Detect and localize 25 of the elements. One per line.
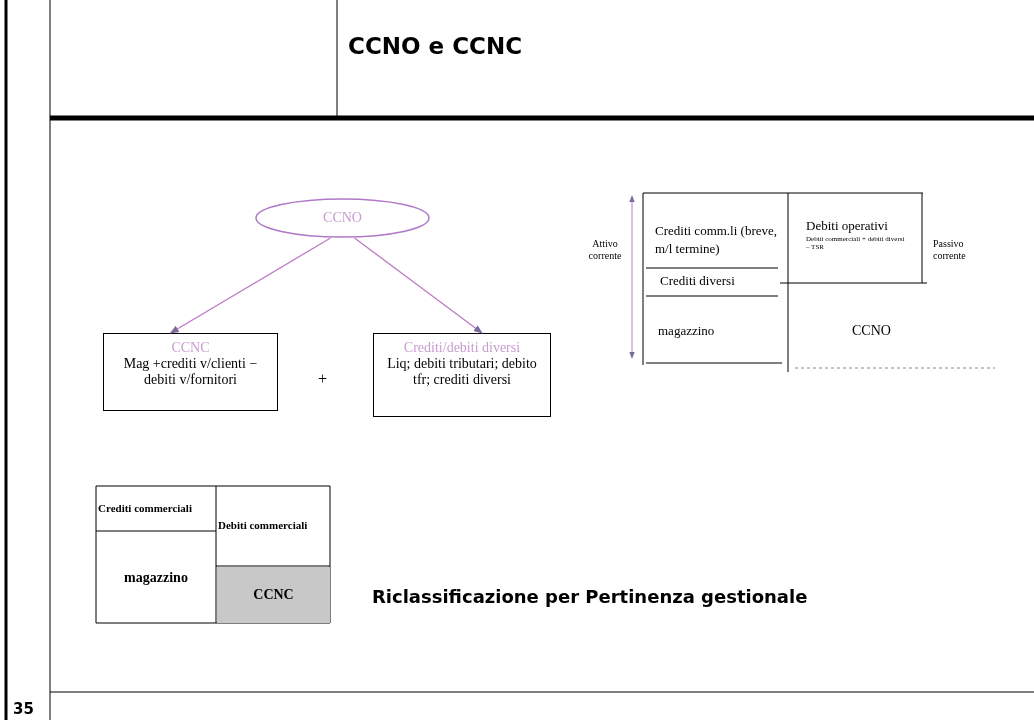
table-text: magazzino	[658, 323, 715, 339]
ellipse-node	[255, 198, 430, 238]
table-text: Crediti diversi	[660, 273, 735, 289]
process-box	[103, 333, 278, 411]
slide-title: CCNO e CCNC	[348, 33, 523, 59]
caption-text: Riclassificazione per Pertinenza gestionale	[372, 586, 808, 607]
plus-sign: +	[318, 370, 328, 388]
side-label: Passivo corrente	[933, 238, 967, 262]
node-text: Liq; debiti tributari; debito tfr; crediti diversi	[386, 356, 538, 388]
side-label: Attivo corrente	[587, 238, 623, 262]
table-text: Crediti commerciali	[98, 502, 192, 514]
node-text: Mag +crediti v/clienti − debiti v/fornitori	[122, 356, 259, 388]
page-number: 35	[13, 700, 34, 718]
table-text: Debiti operativi	[806, 218, 888, 234]
table-text: Debiti commerciali	[218, 519, 308, 531]
table-text: CCNO	[852, 323, 891, 339]
shaded-cell: CCNC	[217, 567, 330, 623]
arrow	[353, 237, 483, 334]
node-heading: CCNC	[170, 340, 211, 356]
table-text: magazzino	[123, 570, 189, 586]
node-heading: Crediti/debiti diversi	[402, 340, 522, 356]
process-box	[373, 333, 551, 417]
table-text: Crediti comm.li (breve, m/l termine)	[655, 222, 779, 258]
node-heading: CCNO	[322, 210, 363, 226]
arrow	[169, 237, 332, 334]
